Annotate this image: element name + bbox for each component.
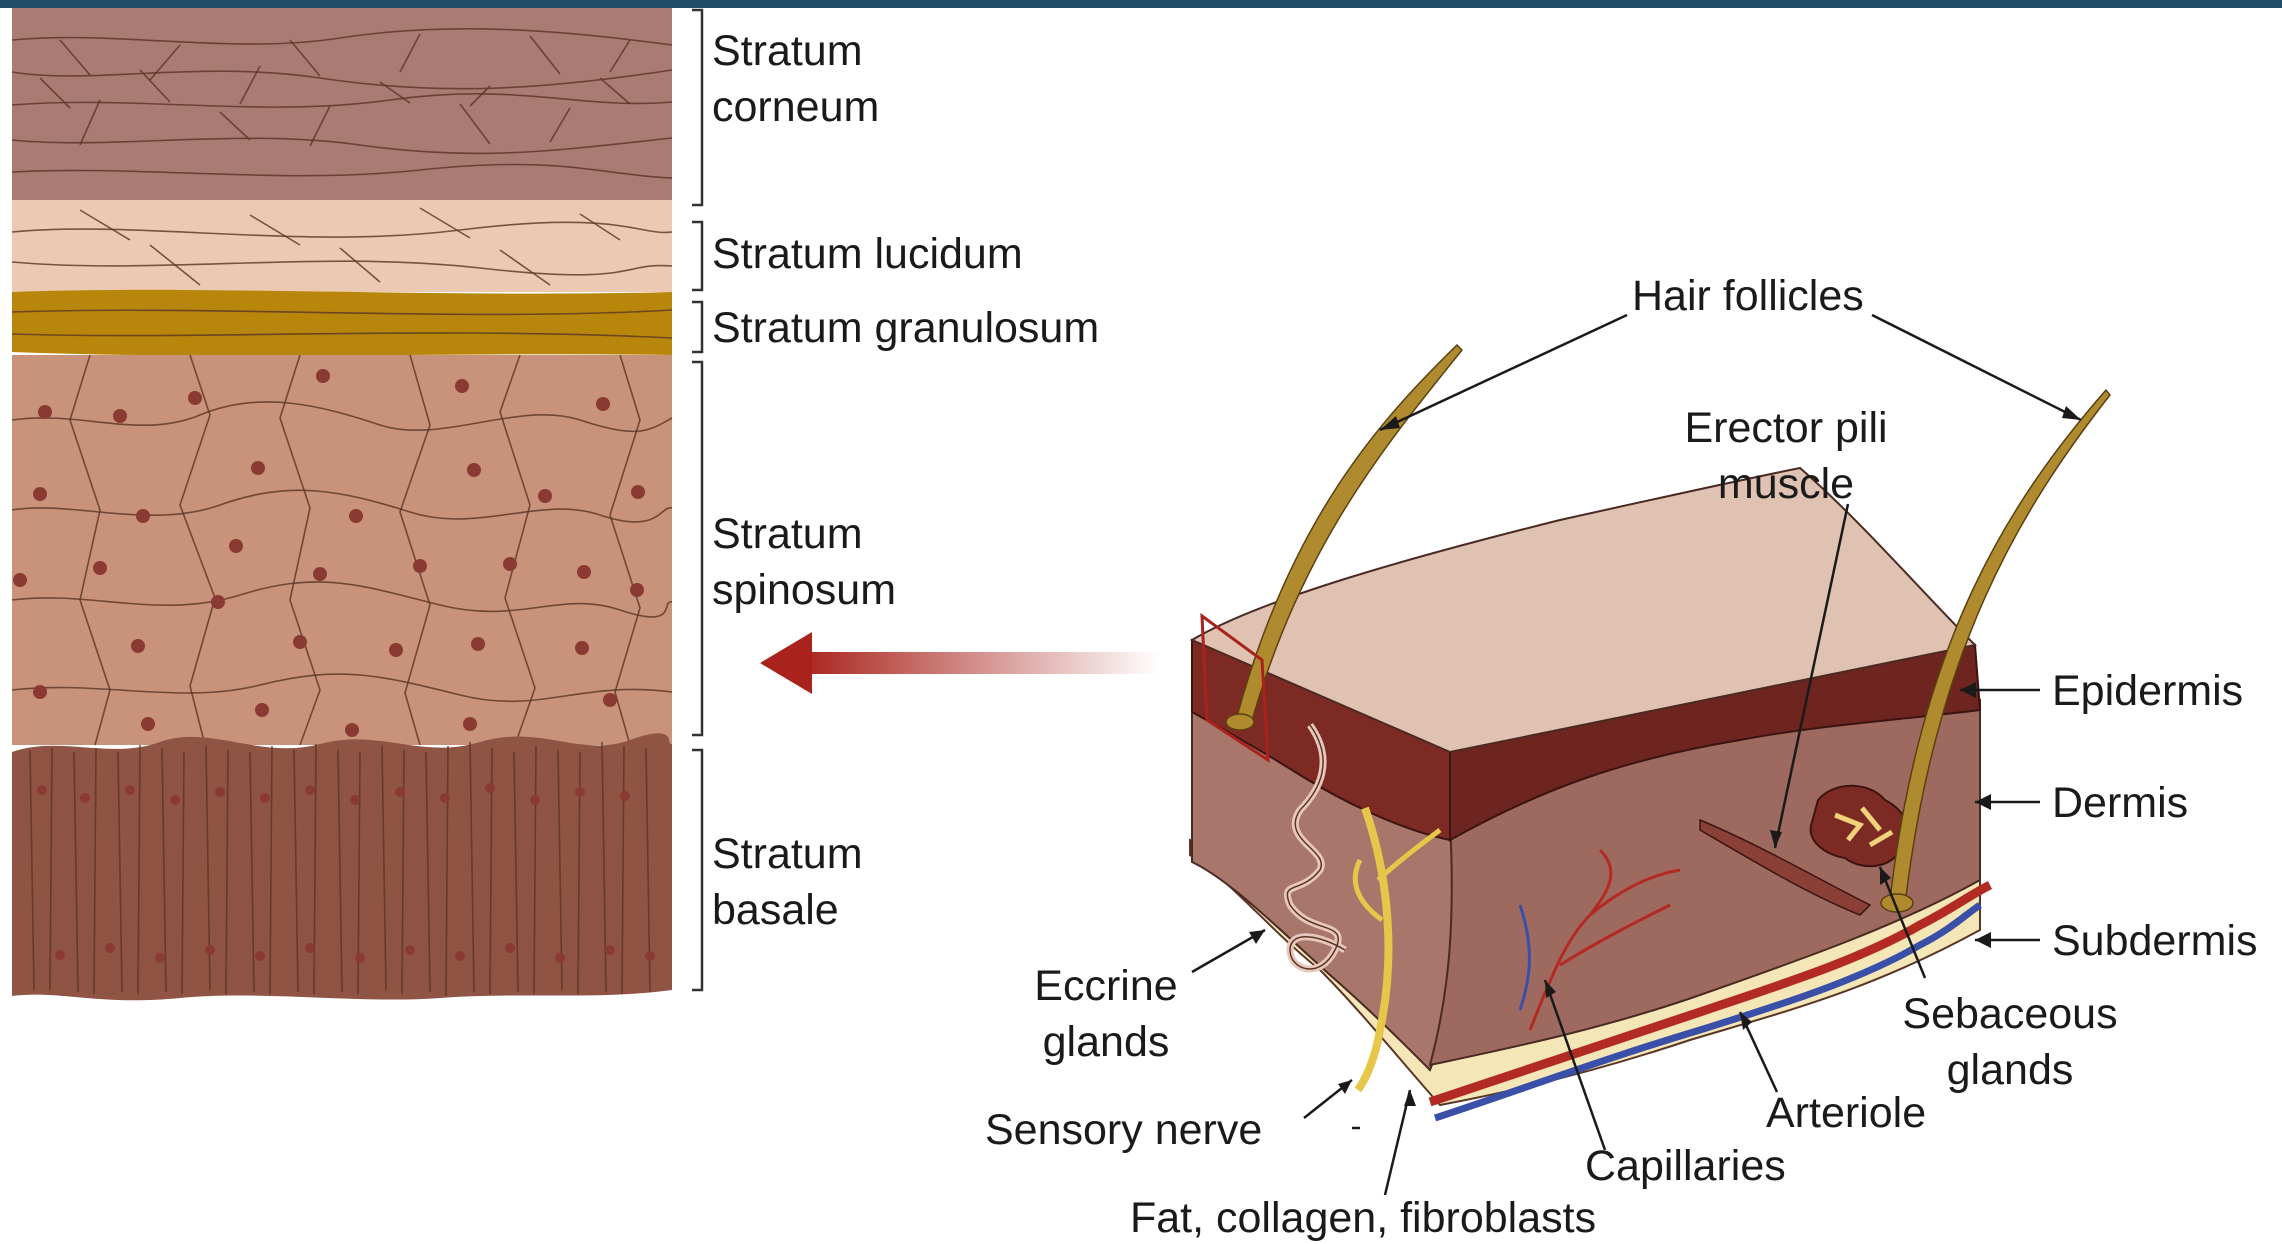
label-eccrine-glands: Eccrineglands	[1034, 962, 1177, 1066]
layer-brackets	[692, 10, 702, 990]
label-stratum-lucidum: Stratum lucidum	[712, 230, 1023, 278]
label-stratum-corneum: Stratumcorneum	[712, 27, 879, 131]
label-epidermis: Epidermis	[2052, 667, 2243, 715]
epidermis-cross-section	[12, 8, 672, 1000]
label-sebaceous-glands: Sebaceousglands	[1902, 990, 2117, 1094]
stratum-lucidum-layer	[12, 200, 672, 292]
label-stratum-spinosum: Stratumspinosum	[712, 510, 896, 614]
magnification-arrow	[760, 632, 1160, 694]
label-arteriole: Arteriole	[1766, 1089, 1926, 1137]
label-capillaries: Capillaries	[1585, 1142, 1786, 1190]
label-subdermis: Subdermis	[2052, 917, 2258, 965]
top-bar	[0, 0, 2282, 8]
label-sensory-nerve: Sensory nerve	[985, 1106, 1262, 1154]
label-dermis: Dermis	[2052, 779, 2188, 827]
label-hair-follicles: Hair follicles	[1632, 272, 1864, 320]
label-stratum-basale: Stratumbasale	[712, 830, 863, 934]
label-fat-collagen-fibroblasts: Fat, collagen, fibroblasts	[1130, 1194, 1596, 1242]
stratum-granulosum-layer	[12, 290, 672, 356]
label-stratum-granulosum: Stratum granulosum	[712, 304, 1099, 352]
